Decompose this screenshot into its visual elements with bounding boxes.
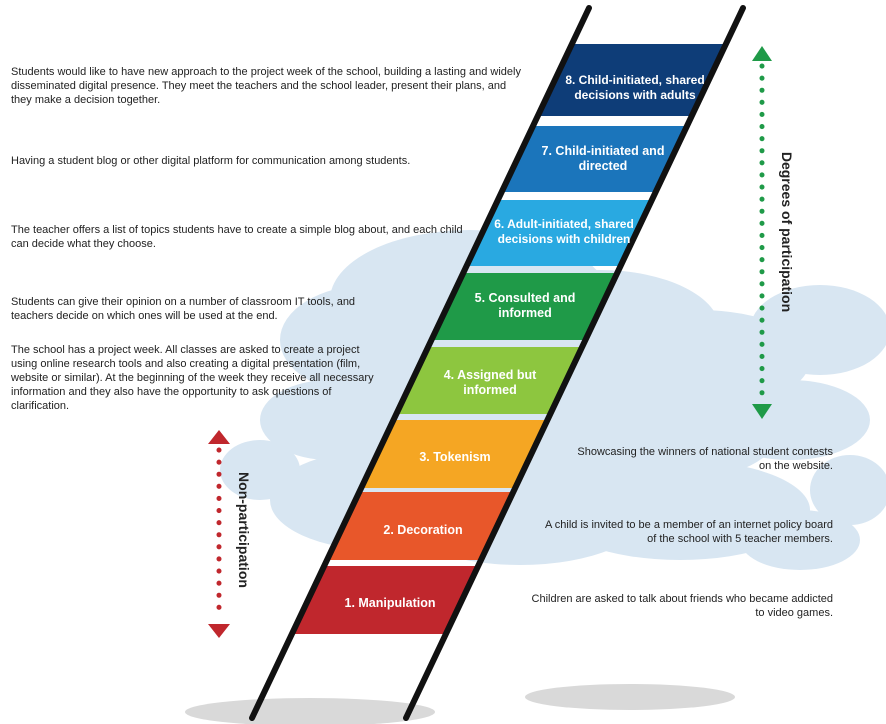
example-rung-5: Students can give their opinion on a num… bbox=[11, 296, 356, 322]
participation-arrow bbox=[752, 46, 772, 419]
ladder-rails bbox=[249, 5, 746, 721]
rung-3 bbox=[361, 420, 548, 488]
degrees-of-participation-label: Degrees of participation bbox=[779, 151, 795, 313]
non-participation-arrow bbox=[208, 430, 230, 638]
rung-7 bbox=[501, 126, 687, 192]
rung-label-4: 4. Assigned but informed bbox=[443, 368, 537, 397]
rung-label-3: 3. Tokenism bbox=[419, 449, 491, 464]
rung-label-1: 1. Manipulation bbox=[344, 595, 436, 610]
ladder-rungs bbox=[291, 44, 726, 634]
participation-arrow-down-head bbox=[752, 404, 772, 419]
rung-5 bbox=[431, 273, 618, 340]
example-rung-1: Children are asked to talk about friends… bbox=[531, 593, 833, 619]
rung-label-2: 2. Decoration bbox=[383, 522, 463, 537]
rung-label-5: 5. Consulted and informed bbox=[474, 291, 576, 320]
example-rung-7: Having a student blog or other digital p… bbox=[11, 155, 411, 167]
ladder-right-rail bbox=[403, 5, 746, 721]
example-rung-2: A child is invited to be a member of an … bbox=[545, 519, 833, 545]
non-participation-arrow-down-head bbox=[208, 624, 230, 638]
rung-8 bbox=[537, 44, 726, 116]
rung-2 bbox=[327, 492, 514, 560]
non-participation-label: Non-participation bbox=[236, 472, 252, 588]
example-rung-3: Showcasing the winners of national stude… bbox=[577, 446, 833, 472]
ground-shadow bbox=[185, 684, 735, 724]
rung-label-8: 8. Child-initiated, shared decisions wit… bbox=[565, 73, 705, 102]
rung-6 bbox=[466, 200, 652, 266]
ladder-left-rail bbox=[249, 5, 592, 721]
rung-1 bbox=[291, 566, 479, 634]
example-rung-6: The teacher offers a list of topics stud… bbox=[11, 224, 463, 250]
rung-4 bbox=[396, 347, 583, 414]
participation-arrow-up-head bbox=[752, 46, 772, 61]
rung-label-7: 7. Child-initiated and directed bbox=[541, 144, 665, 173]
example-rung-4: The school has a project week. All class… bbox=[11, 344, 374, 412]
rung-label-6: 6. Adult-initiated, shared decisions wit… bbox=[494, 217, 634, 246]
example-rung-8: Students would like to have new approach… bbox=[11, 66, 521, 106]
non-participation-arrow-up-head bbox=[208, 430, 230, 444]
